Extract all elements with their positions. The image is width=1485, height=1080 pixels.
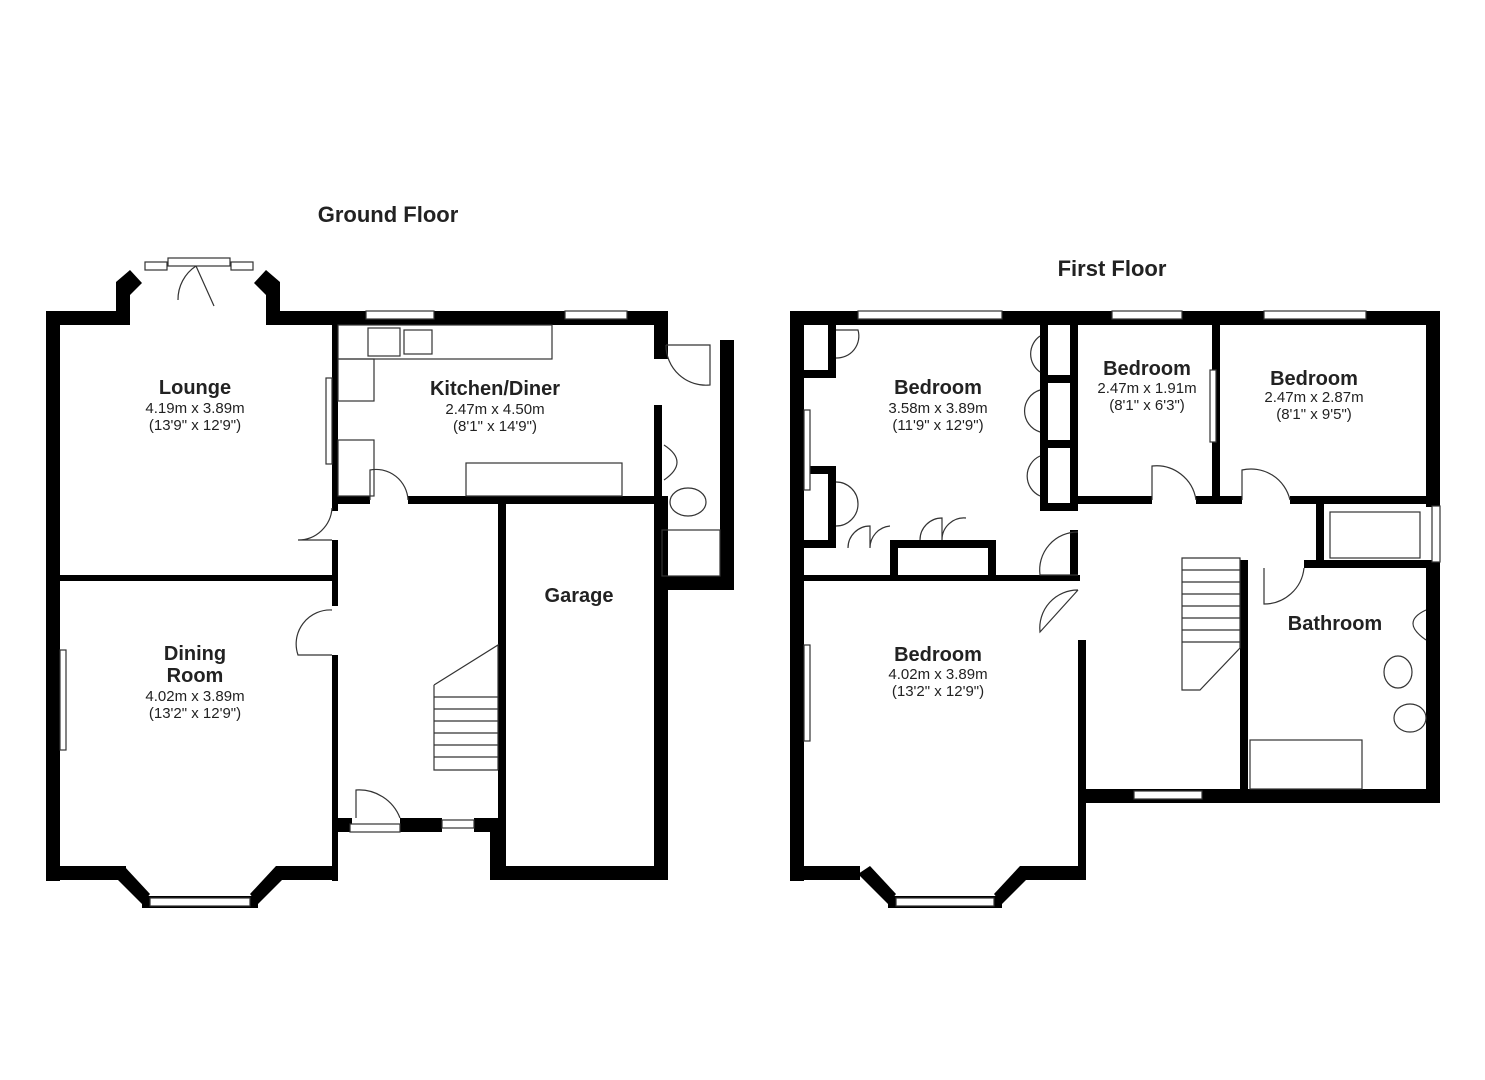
lounge-metric: 4.19m x 3.89m bbox=[145, 400, 244, 417]
first-floor-fixtures bbox=[1181, 511, 1427, 790]
bedroom-back-left-label: Bedroom 3.58m x 3.89m (11'9" x 12'9") bbox=[888, 377, 987, 434]
kitchen-diner-label: Kitchen/Diner 2.47m x 4.50m (8'1" x 14'9… bbox=[430, 378, 560, 435]
bedroom-2-imperial: (8'1" x 6'3") bbox=[1109, 397, 1185, 414]
lounge-label: Lounge 4.19m x 3.89m (13'9" x 12'9") bbox=[145, 377, 244, 434]
dining-room-name-line2: Room bbox=[167, 665, 224, 687]
kitchen-diner-metric: 2.47m x 4.50m bbox=[445, 401, 544, 418]
bedroom-4-imperial: (13'2" x 12'9") bbox=[892, 683, 984, 700]
bedroom-4-name: Bedroom bbox=[894, 644, 982, 666]
bedroom-1-metric: 3.58m x 3.89m bbox=[888, 400, 987, 417]
ground-floor-doors bbox=[177, 265, 711, 819]
ground-floor: Ground Floor bbox=[46, 202, 734, 908]
ground-floor-walls bbox=[46, 270, 734, 908]
bedroom-3-metric: 2.47m x 2.87m bbox=[1264, 389, 1363, 406]
kitchen-diner-name: Kitchen/Diner bbox=[430, 378, 560, 400]
bathroom-name: Bathroom bbox=[1288, 613, 1382, 635]
bedroom-front-label: Bedroom 4.02m x 3.89m (13'2" x 12'9") bbox=[888, 644, 987, 700]
bedroom-1-imperial: (11'9" x 12'9") bbox=[892, 417, 983, 434]
garage-name: Garage bbox=[545, 585, 614, 607]
bedroom-2-metric: 2.47m x 1.91m bbox=[1097, 380, 1196, 397]
first-floor-windows bbox=[803, 310, 1441, 907]
first-floor-title: First Floor bbox=[1058, 256, 1167, 281]
dining-room-label: Dining Room 4.02m x 3.89m (13'2" x 12'9"… bbox=[145, 643, 244, 722]
garage-label: Garage bbox=[545, 585, 614, 607]
bedroom-3-imperial: (8'1" x 9'5") bbox=[1276, 406, 1352, 423]
lounge-imperial: (13'9" x 12'9") bbox=[149, 417, 241, 434]
first-floor: First Floor bbox=[790, 256, 1441, 908]
bedroom-1-name: Bedroom bbox=[894, 377, 982, 399]
dining-room-metric: 4.02m x 3.89m bbox=[145, 688, 244, 705]
dining-room-name-line1: Dining bbox=[164, 643, 226, 665]
bedroom-2-name: Bedroom bbox=[1103, 358, 1191, 380]
bedroom-4-metric: 4.02m x 3.89m bbox=[888, 666, 987, 683]
lounge-name: Lounge bbox=[159, 377, 231, 399]
dining-room-imperial: (13'2" x 12'9") bbox=[149, 705, 241, 722]
first-floor-doors bbox=[835, 329, 1305, 634]
ground-floor-fixtures bbox=[337, 324, 721, 771]
bedroom-right-label: Bedroom 2.47m x 2.87m (8'1" x 9'5") bbox=[1264, 368, 1363, 423]
ground-floor-windows bbox=[59, 257, 628, 907]
kitchen-diner-imperial: (8'1" x 14'9") bbox=[453, 418, 537, 435]
bathroom-label: Bathroom bbox=[1288, 613, 1382, 635]
bedroom-3-name: Bedroom bbox=[1270, 368, 1358, 390]
bedroom-small-label: Bedroom 2.47m x 1.91m (8'1" x 6'3") bbox=[1097, 358, 1196, 414]
ground-floor-title: Ground Floor bbox=[318, 202, 459, 227]
